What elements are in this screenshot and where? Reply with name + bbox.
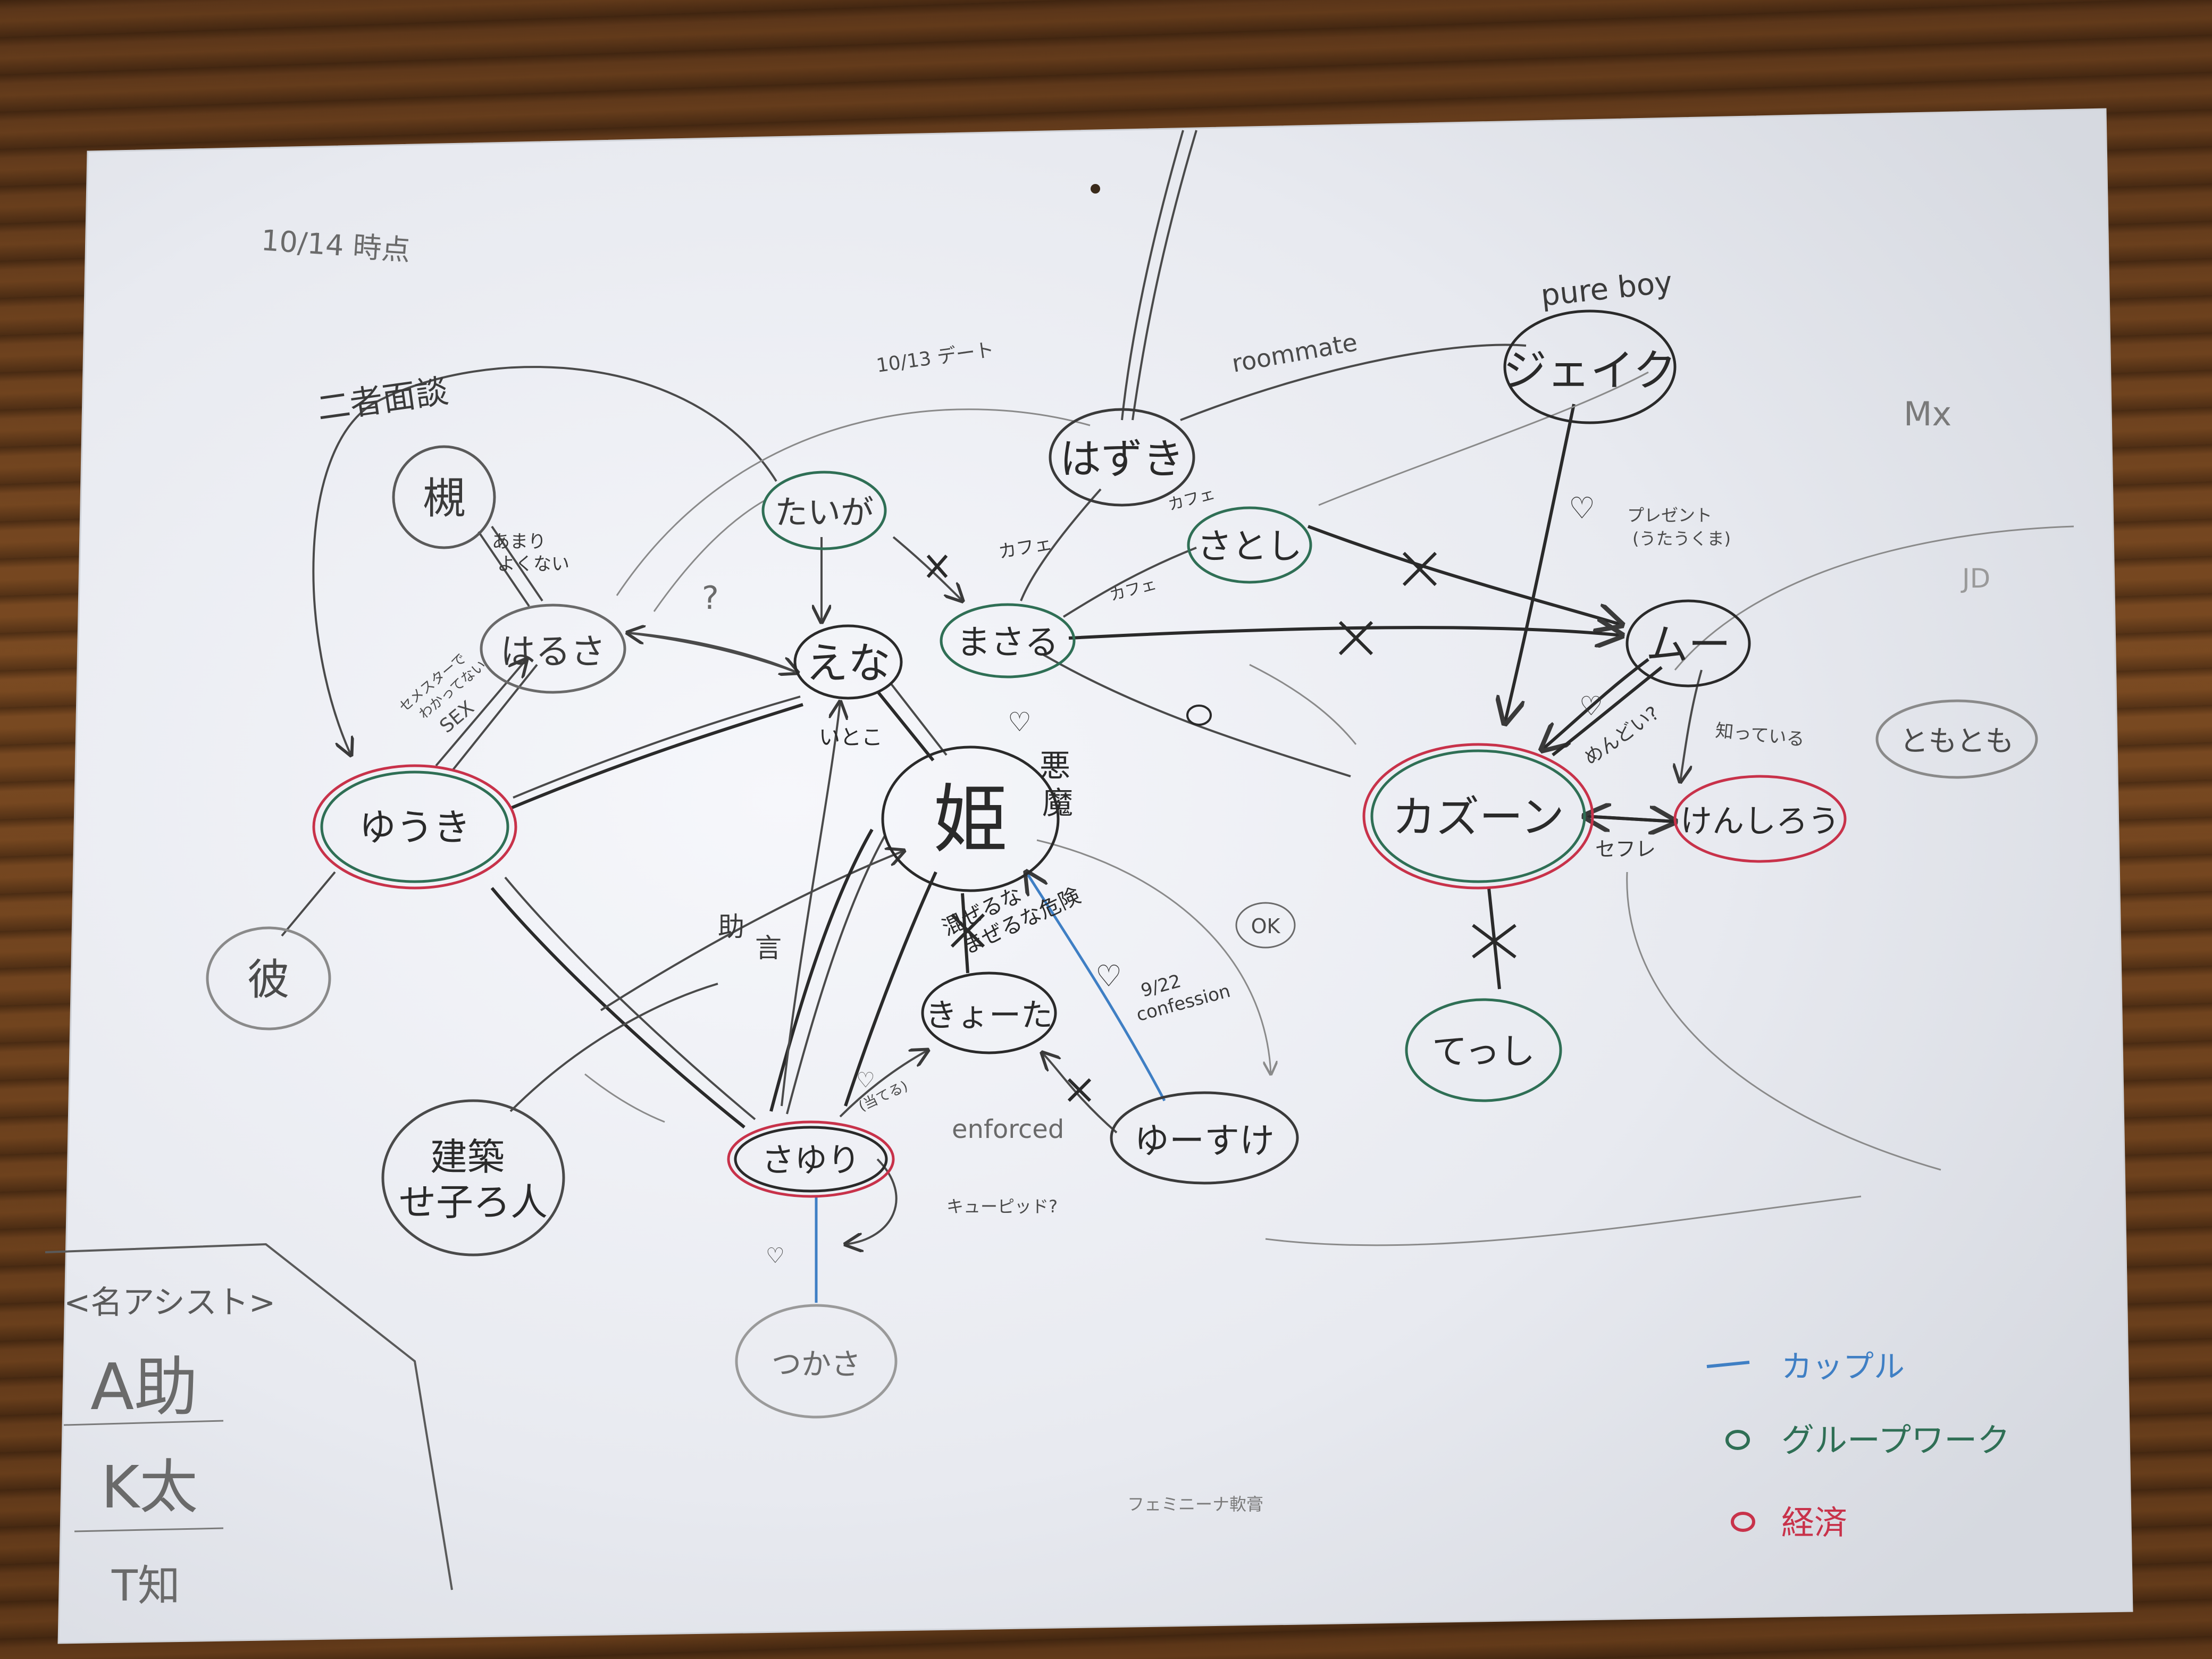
x-marks — [926, 551, 1516, 1102]
legend-couple-label: カップル — [1781, 1348, 1905, 1385]
dot-marker — [1186, 705, 1212, 726]
node-muu: ムー — [1626, 599, 1751, 688]
meiassist-item-0: A助 — [90, 1351, 198, 1425]
annotation-ok: OK — [1251, 915, 1281, 938]
node-kare2-label: 彼 — [247, 955, 290, 1004]
node-kare1: 槻 — [392, 445, 496, 549]
legend-group-dot — [1725, 1430, 1750, 1450]
node-taiga-label: たいが — [775, 493, 874, 532]
node-haruka-label: はるさ — [500, 631, 606, 672]
node-kyouta: きょーた — [921, 971, 1057, 1054]
meiassist-item-2: T知 — [111, 1561, 180, 1611]
annotation-question1: ? — [702, 580, 719, 617]
heart-icon: ♡ — [1008, 707, 1032, 738]
annotation-jogen-line2: 言 — [755, 933, 782, 963]
node-kare2: 彼 — [206, 926, 331, 1030]
paper-sheet — [57, 108, 2133, 1644]
legend-keizai-label: 経済 — [1781, 1503, 1847, 1542]
legend-group-label: グループワーク — [1781, 1421, 2010, 1460]
node-tomotomo-label: ともとも — [1900, 724, 2014, 758]
annotation-akuma: 悪 魔 — [1040, 748, 1080, 821]
node-tecchi-label: てっし — [1432, 1031, 1535, 1072]
node-hime: 姫 — [881, 745, 1060, 892]
annotation-amari-line1: あまり — [492, 531, 546, 552]
node-sayuri-label: さゆり — [761, 1141, 860, 1179]
legend: カップル グループワーク 経済 — [1706, 1348, 2010, 1542]
meiassist-title: <名アシスト> — [64, 1284, 275, 1321]
node-hazuki: はずき — [1049, 408, 1195, 507]
legend-item-group: グループワーク — [1725, 1421, 2010, 1460]
node-tecchi: てっし — [1405, 998, 1562, 1102]
node-yuusuke: ゆーすけ — [1110, 1091, 1299, 1185]
annotation-jogen-line1: 助 — [718, 911, 744, 942]
legend-item-couple: カップル — [1706, 1348, 1905, 1385]
annotation-amari: あまり よくない — [492, 531, 569, 575]
node-yuuki: ゆうき — [312, 764, 517, 890]
node-satoshi: さとし — [1187, 506, 1312, 584]
node-kenchiku: 建築 せ子ろ人 — [381, 1099, 565, 1256]
annotation-akuma-line2: 魔 — [1042, 785, 1073, 821]
node-yuusuke-label: ゆーすけ — [1134, 1120, 1275, 1161]
node-satoshi-label: さとし — [1197, 526, 1302, 567]
node-kyouta-label: きょーた — [925, 997, 1053, 1034]
heart-icon: ♡ — [1095, 959, 1122, 994]
node-kare1-label: 槻 — [423, 474, 465, 523]
ink-spot — [1091, 184, 1100, 194]
legend-item-keizai: 経済 — [1731, 1503, 1847, 1542]
node-kazuun-label: カズーン — [1392, 792, 1564, 843]
heart-icon: ♡ — [1569, 491, 1595, 526]
annotation-cupid: キューピッド? — [946, 1196, 1058, 1217]
node-ena: えな — [793, 624, 903, 700]
node-haruka: はるさ — [480, 604, 626, 694]
node-tomotomo: ともとも — [1875, 699, 2038, 779]
annotation-femi: フェミニーナ軟膏 — [1127, 1494, 1263, 1514]
annotation-sefure: セフレ — [1595, 837, 1656, 861]
annotation-enforced: enforced — [952, 1115, 1064, 1144]
meiassist-item-1: K太 — [101, 1453, 198, 1521]
node-kenshirou: けんしろう — [1673, 775, 1847, 863]
node-sayuri: さゆり — [727, 1120, 895, 1198]
node-masaru-label: まさる — [957, 623, 1059, 663]
annotation-present-line2: (うたうくま) — [1632, 529, 1731, 549]
annotation-present-line1: プレゼント — [1627, 505, 1712, 525]
annotation-jd: JD — [1960, 563, 1990, 594]
node-muu-label: ムー — [1646, 620, 1731, 669]
heart-icon: ♡ — [856, 1068, 875, 1093]
node-tsukasa-label: つかさ — [772, 1347, 861, 1382]
ok-circle — [1235, 902, 1296, 949]
node-taiga: たいが — [761, 471, 887, 550]
node-kenchiku-line1: 建築 — [430, 1135, 505, 1179]
node-kenshirou-label: けんしろう — [1680, 803, 1840, 840]
node-kenchiku-label: 建築 せ子ろ人 — [399, 1135, 548, 1224]
legend-keizai-dot — [1731, 1512, 1755, 1532]
node-tsukasa: つかさ — [735, 1304, 898, 1419]
annotation-amari-line2: よくない — [497, 554, 569, 575]
annotation-itoko: いとこ — [819, 725, 883, 750]
node-kazuun: カズーン — [1362, 743, 1594, 890]
node-ena-label: えな — [806, 639, 891, 688]
annotation-akuma-line1: 悪 — [1040, 748, 1070, 784]
edges — [281, 130, 2074, 1303]
node-jeik-label: ジェイク — [1503, 346, 1677, 396]
meiassist-box: <名アシスト> A助 K太 T知 — [45, 1243, 453, 1611]
legend-couple-line — [1706, 1361, 1750, 1368]
node-hazuki-label: はずき — [1060, 435, 1184, 483]
node-jeik: ジェイク — [1503, 309, 1677, 424]
annotation-mx: Mx — [1904, 395, 1951, 433]
heart-icon: ♡ — [766, 1244, 785, 1268]
node-hime-label: 姫 — [933, 777, 1008, 864]
node-yuuki-label: ゆうき — [359, 806, 471, 849]
annotation-jogen: 助 言 — [718, 911, 782, 963]
nodes: 姫 えな たいが まさる はずき さとし ジェイク ムー — [206, 309, 2038, 1419]
node-masaru: まさる — [940, 603, 1076, 678]
annotation-present: プレゼント (うたうくま) — [1627, 505, 1731, 549]
heart-icon: ♡ — [1579, 691, 1603, 722]
node-kenchiku-line2: せ子ろ人 — [399, 1180, 548, 1224]
